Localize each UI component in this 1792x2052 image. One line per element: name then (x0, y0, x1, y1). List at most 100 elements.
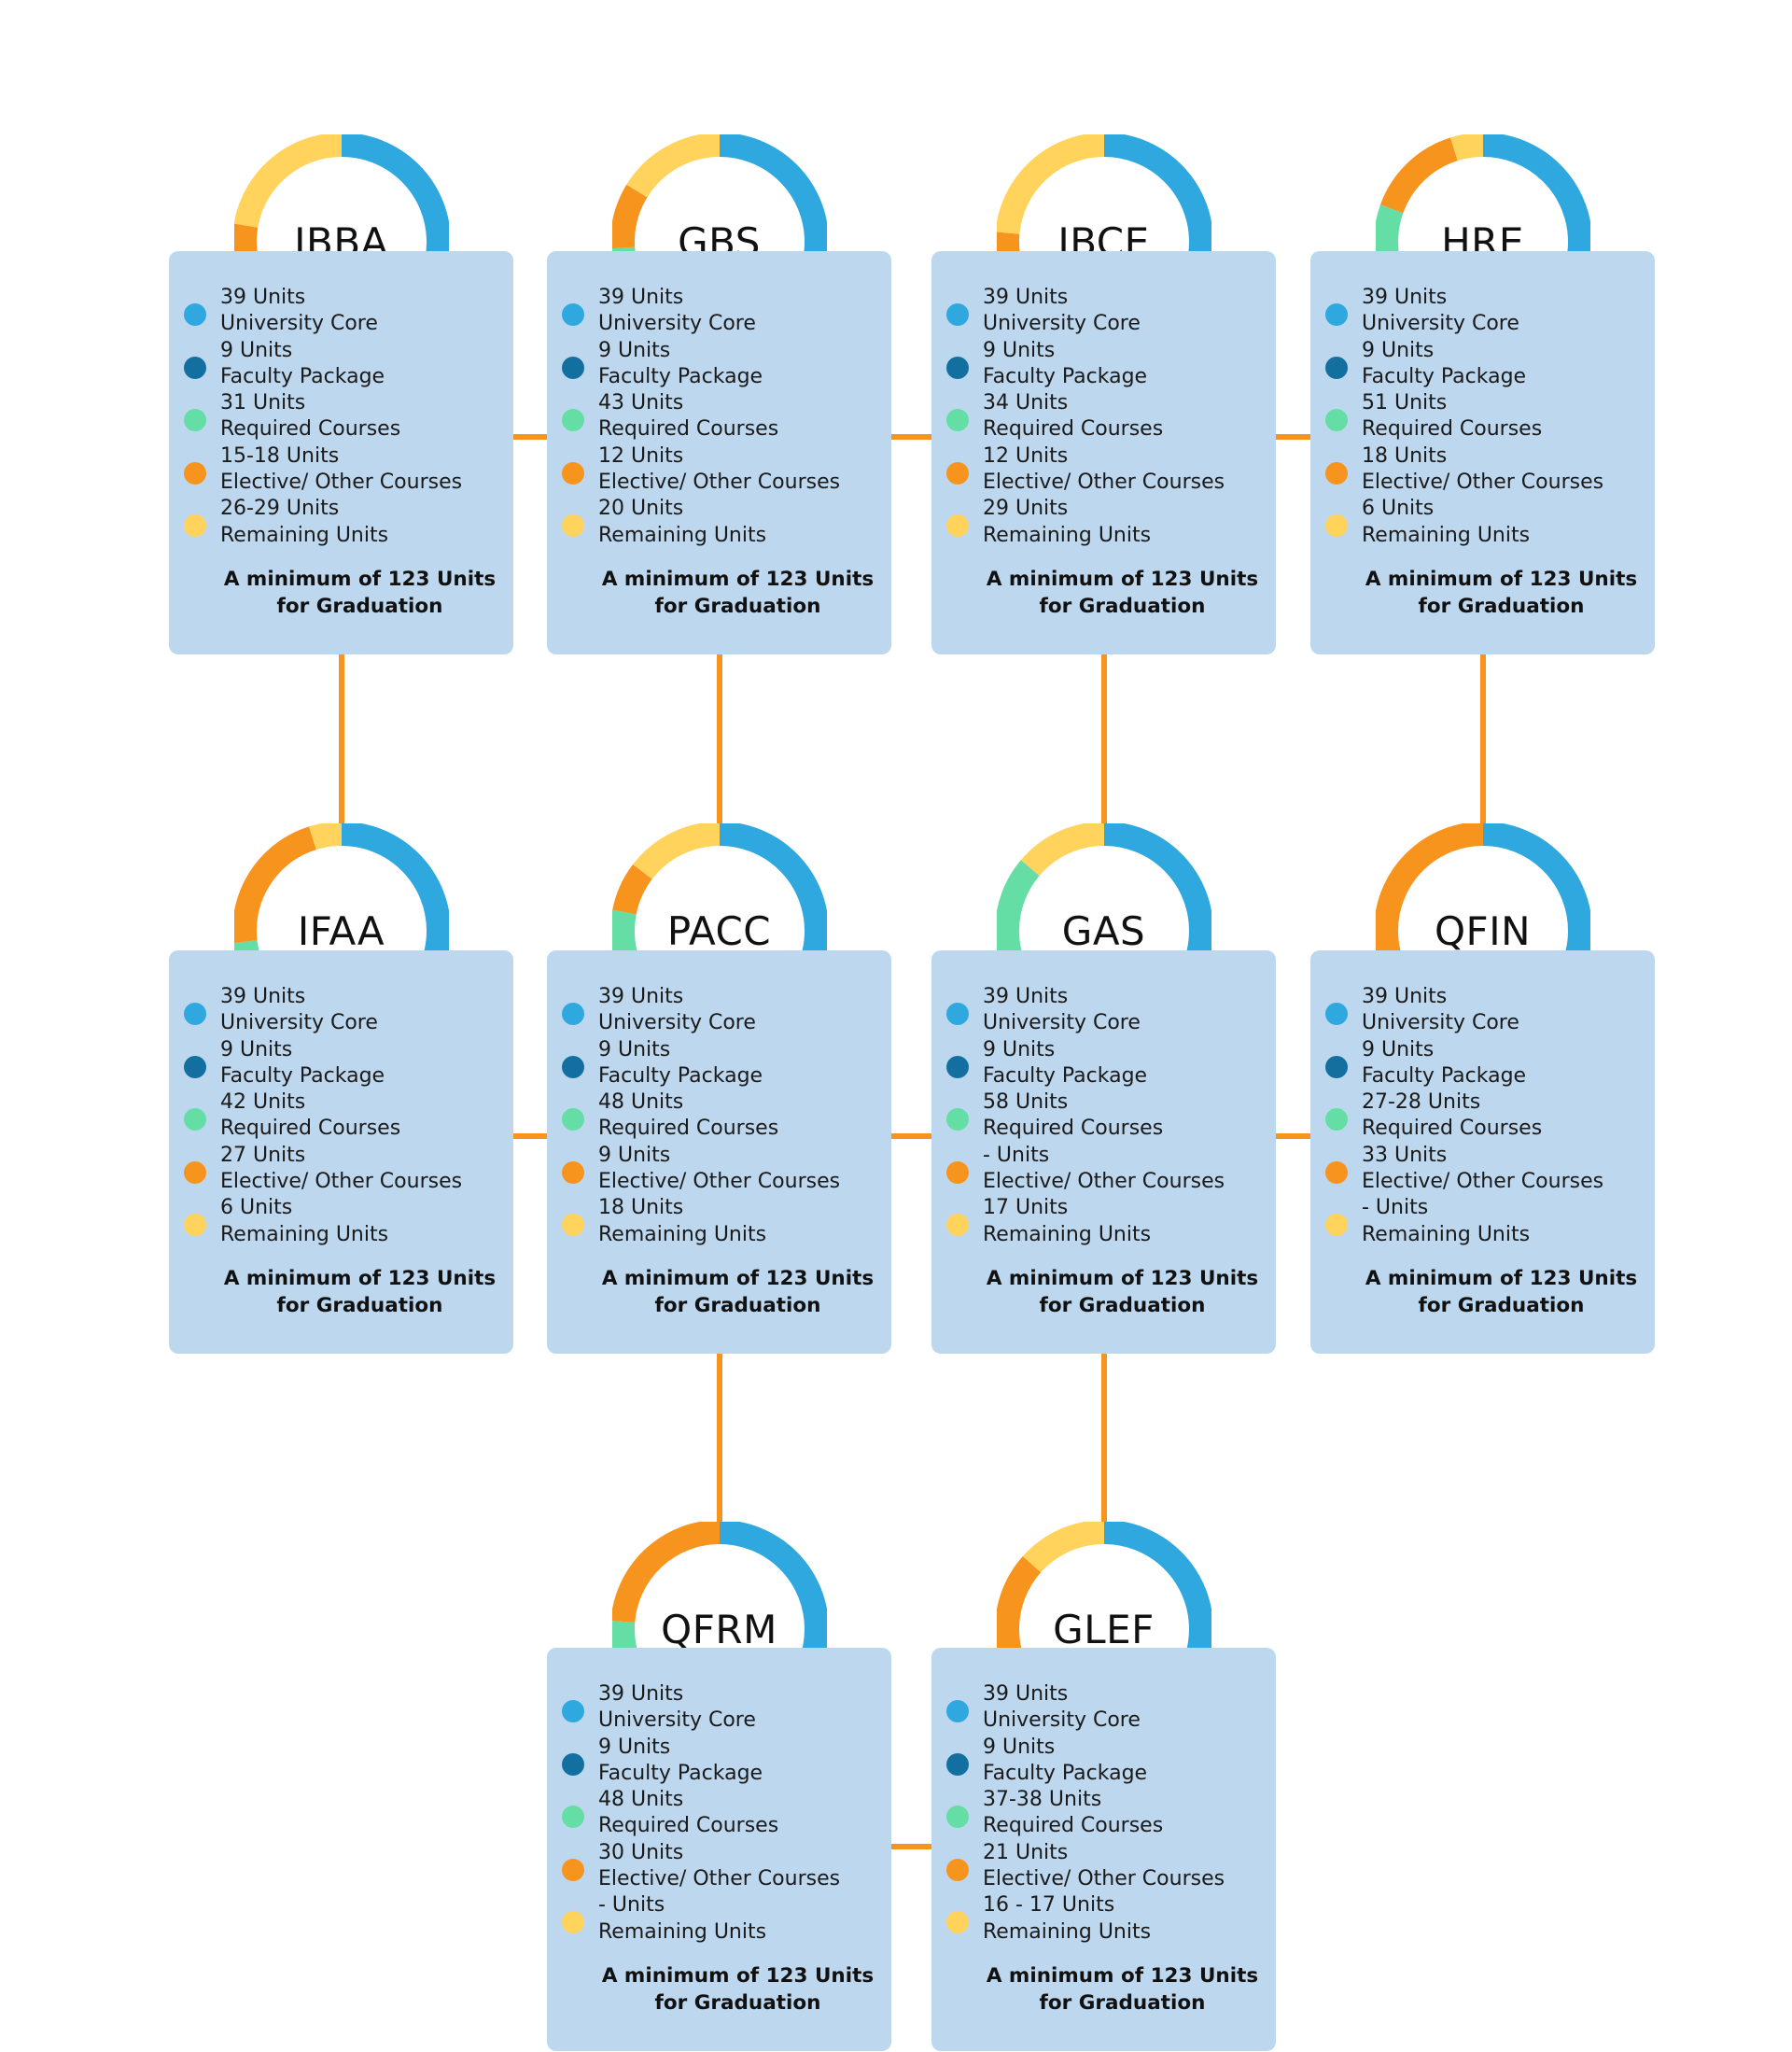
legend-dot-university-core (946, 303, 969, 326)
units-category-label: Elective/ Other Courses (983, 471, 1225, 495)
units-amount: 9 Units (1362, 1037, 1435, 1061)
graduation-requirement-line2: for Graduation (1418, 1293, 1585, 1317)
units-amount: 39 Units (598, 985, 684, 1008)
units-amount: 9 Units (983, 1735, 1056, 1759)
units-category-label: Faculty Package (598, 364, 763, 388)
units-amount: 39 Units (220, 286, 306, 309)
units-category-label: University Core (1362, 1011, 1519, 1035)
units-category-label: University Core (983, 1011, 1141, 1035)
legend-dot-faculty-package (1325, 1055, 1348, 1078)
legend-dot-elective-other-courses (562, 1160, 584, 1184)
legend-dot-faculty-package (184, 356, 206, 379)
units-amount: 9 Units (983, 338, 1056, 362)
legend-dot-required-courses (946, 1108, 969, 1131)
units-category-label: Required Courses (983, 417, 1164, 442)
units-category-label: Required Courses (220, 1117, 401, 1141)
legend-dot-remaining-units (1325, 1214, 1348, 1237)
graduation-requirement-line1: A minimum of 123 Units (986, 1267, 1259, 1290)
units-amount: 9 Units (598, 1143, 671, 1167)
connector-horizontal (511, 1133, 549, 1139)
units-category-label: Faculty Package (220, 1063, 385, 1088)
legend-dot-elective-other-courses (1325, 1160, 1348, 1184)
connector-horizontal (1274, 1133, 1312, 1139)
graduation-requirement-line2: for Graduation (1039, 594, 1206, 618)
units-amount: - Units (1362, 1196, 1429, 1220)
units-category-label: Remaining Units (983, 1222, 1152, 1246)
units-amount: 39 Units (598, 286, 684, 309)
units-category-label: Elective/ Other Courses (598, 1170, 841, 1194)
donut-segment-remaining-units (996, 1522, 1211, 1736)
legend-dot-elective-other-courses (946, 1858, 969, 1881)
units-amount: 34 Units (983, 391, 1069, 415)
connector-horizontal (889, 1133, 933, 1139)
legend-dot-faculty-package (1325, 356, 1348, 379)
units-amount: 9 Units (598, 1037, 671, 1061)
units-category-label: Required Courses (598, 1117, 779, 1141)
graduation-requirement-line1: A minimum of 123 Units (1365, 1267, 1638, 1290)
legend-dot-university-core (184, 1003, 206, 1025)
legend-dot-remaining-units (946, 1911, 969, 1934)
units-category-label: Elective/ Other Courses (1362, 1170, 1604, 1194)
donut-segment-remaining-units (996, 823, 1211, 1038)
units-amount: 29 Units (983, 497, 1069, 521)
donut-segment-elective-other-courses (233, 823, 449, 1038)
units-amount: 39 Units (1362, 985, 1448, 1008)
legend-dot-faculty-package (946, 1055, 969, 1078)
legend-dot-university-core (184, 303, 206, 326)
connector-vertical (338, 653, 344, 840)
graduation-requirement-line2: for Graduation (1418, 594, 1585, 618)
units-amount: 27 Units (220, 1143, 306, 1167)
units-amount: 6 Units (220, 1196, 293, 1220)
donut-segment-elective-other-courses (611, 134, 827, 349)
units-amount: 12 Units (983, 443, 1069, 468)
program-code: QFIN (1434, 907, 1532, 954)
connector-horizontal (1274, 434, 1312, 440)
program-code: GLEF (1053, 1606, 1155, 1652)
graduation-requirement-line2: for Graduation (276, 594, 443, 618)
units-amount: 16 - 17 Units (983, 1893, 1115, 1918)
legend-dot-remaining-units (184, 514, 206, 538)
connector-horizontal (889, 1844, 933, 1849)
legend-dot-remaining-units (562, 514, 584, 538)
legend-dot-university-core (562, 1700, 584, 1722)
units-category-label: Faculty Package (983, 364, 1148, 388)
legend-dot-faculty-package (562, 356, 584, 379)
connector-horizontal (889, 434, 933, 440)
units-category-label: Required Courses (983, 1117, 1164, 1141)
connector-vertical (1100, 1352, 1107, 1539)
units-category-label: Elective/ Other Courses (983, 1867, 1225, 1891)
program-code: IFAA (297, 907, 385, 954)
donut-segment-elective-other-courses (996, 1522, 1211, 1736)
legend-dot-required-courses (562, 1108, 584, 1131)
